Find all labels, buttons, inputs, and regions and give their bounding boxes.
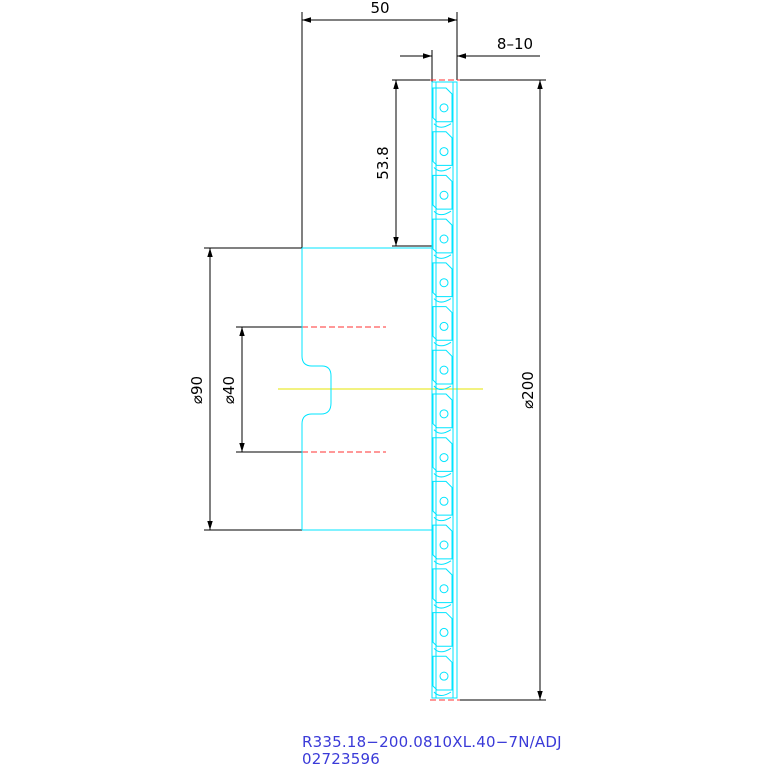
dim-hub-diameter: ⌀90	[188, 247, 302, 531]
dim-cutter-diameter: ⌀200	[457, 79, 546, 701]
insert-pocket	[432, 349, 453, 385]
insert-pocket	[432, 306, 453, 341]
insert-screw	[439, 103, 449, 113]
hub-outline	[301, 247, 432, 531]
insert-pocket	[432, 612, 453, 647]
dim-bore-diameter-label: ⌀40	[220, 376, 238, 404]
insert-pocket	[432, 568, 453, 604]
insert-pocket	[432, 262, 453, 298]
dim-insert-width: 8–10	[400, 35, 540, 82]
dim-width-total: 50	[301, 0, 458, 248]
insert-screw	[439, 584, 449, 594]
insert-pocket	[432, 131, 453, 166]
insert-pocket	[432, 174, 453, 210]
insert-screw	[439, 409, 449, 419]
chip-gullet	[433, 647, 452, 653]
chip-gullet	[433, 167, 452, 172]
dim-bore-diameter: ⌀40	[220, 326, 302, 453]
cutter-body	[431, 81, 458, 699]
insert-screw	[439, 321, 449, 331]
insert-screw	[439, 147, 449, 157]
dim-pitch: 53.8	[374, 79, 432, 247]
insert-pocket	[432, 524, 453, 560]
insert-screw	[439, 540, 449, 550]
dim-pitch-label: 53.8	[374, 146, 392, 179]
chip-gullet	[433, 341, 452, 347]
insert-screw	[439, 496, 449, 506]
chip-gullet	[433, 691, 452, 696]
dim-hub-diameter-label: ⌀90	[188, 376, 206, 404]
part-number: R335.18−200.0810XL.40−7N/ADJ	[302, 733, 562, 751]
insert-screw	[439, 627, 449, 637]
chip-gullet	[433, 516, 452, 522]
title-block: R335.18−200.0810XL.40−7N/ADJ 02723596	[302, 733, 562, 767]
chip-gullet	[433, 560, 452, 565]
insert-pocket	[432, 437, 453, 472]
insert-pocket	[432, 218, 453, 254]
chip-gullet	[433, 473, 452, 478]
dim-width-total-label: 50	[370, 0, 389, 17]
hidden-lines	[302, 79, 460, 701]
chip-gullet	[433, 210, 452, 216]
insert-pocket	[432, 87, 453, 123]
insert-pocket	[432, 655, 453, 691]
chip-gullet	[433, 604, 452, 609]
insert-screw	[439, 365, 449, 375]
insert-screw	[439, 278, 449, 288]
chip-gullet	[433, 429, 452, 434]
dim-cutter-diameter-label: ⌀200	[519, 371, 537, 409]
chip-gullet	[433, 254, 452, 259]
order-code: 02723596	[302, 750, 380, 767]
insert-screw	[439, 234, 449, 244]
chip-gullet	[433, 123, 452, 128]
insert-screw	[439, 671, 449, 681]
insert-screw	[439, 453, 449, 463]
insert-screw	[439, 190, 449, 200]
insert-pocket	[432, 480, 453, 516]
chip-gullet	[433, 385, 452, 390]
insert-pocket	[432, 393, 453, 429]
dim-insert-width-label: 8–10	[497, 35, 533, 53]
chip-gullet	[433, 298, 452, 303]
